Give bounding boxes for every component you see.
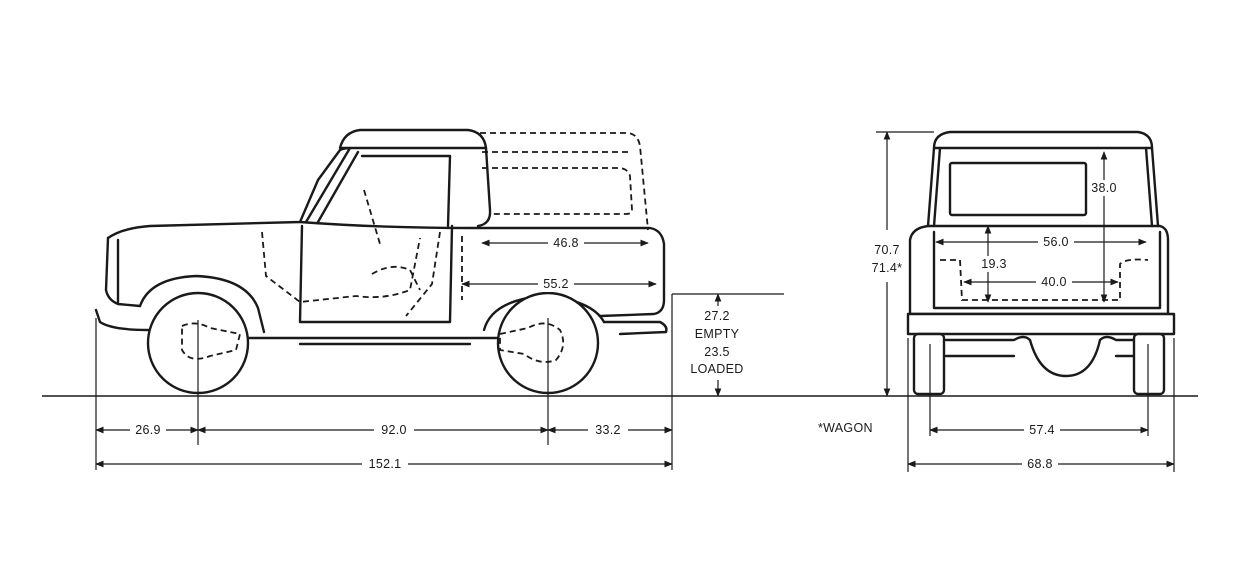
front-fender [138, 274, 266, 334]
dim-window-height: 38.0 [1091, 181, 1117, 195]
rear-roof [932, 130, 1154, 150]
rear-axle [944, 335, 1136, 378]
side-view: 26.9 92.0 33.2 152.1 46.8 55.2 27.2 EMPT… [94, 128, 784, 472]
dim-clearance-loaded-value: 23.5 [704, 345, 730, 359]
rear-cab-outline [926, 146, 1160, 228]
rear-right-wheel [1132, 332, 1166, 396]
dim-overall-width: 68.8 [1027, 457, 1053, 471]
door-outline [298, 224, 454, 324]
dim-cargo-length-lower: 55.2 [543, 277, 569, 291]
dim-cargo-width-upper: 56.0 [1043, 235, 1069, 249]
rear-window [948, 161, 1088, 217]
rear-cargo-dashed [940, 258, 1149, 301]
dim-overall-height-wagon: 71.4* [872, 261, 903, 275]
dim-clearance-empty-label: EMPTY [695, 327, 740, 341]
rear-view: 70.7 71.4* 38.0 56.0 19.3 40.0 57.4 68.8 [872, 130, 1176, 472]
rear-bumper [906, 312, 1176, 336]
cab-roof [338, 128, 488, 150]
dashed-wagon-top [470, 132, 649, 231]
dim-clearance-loaded-label: LOADED [690, 362, 743, 376]
dim-overall-length: 152.1 [369, 457, 402, 471]
rear-left-wheel [912, 332, 946, 396]
dim-wheelbase: 92.0 [381, 423, 407, 437]
dim-track-width: 57.4 [1029, 423, 1055, 437]
dim-rear-overhang: 33.2 [595, 423, 621, 437]
hood-outline [106, 146, 352, 240]
dim-overall-height: 70.7 [874, 243, 900, 257]
dim-cargo-height: 19.3 [981, 257, 1007, 271]
dim-front-overhang: 26.9 [135, 423, 161, 437]
dim-cargo-width-lower: 40.0 [1041, 275, 1067, 289]
footnote-wagon: *WAGON [818, 421, 873, 435]
body-beltline [298, 220, 666, 318]
dim-clearance-empty-value: 27.2 [704, 309, 730, 323]
windshield-frame [304, 146, 452, 228]
front-grille-outline [104, 236, 142, 308]
frame-rail [246, 336, 502, 346]
dim-cargo-length-upper: 46.8 [553, 236, 579, 250]
interior-dashed-details [261, 189, 463, 317]
